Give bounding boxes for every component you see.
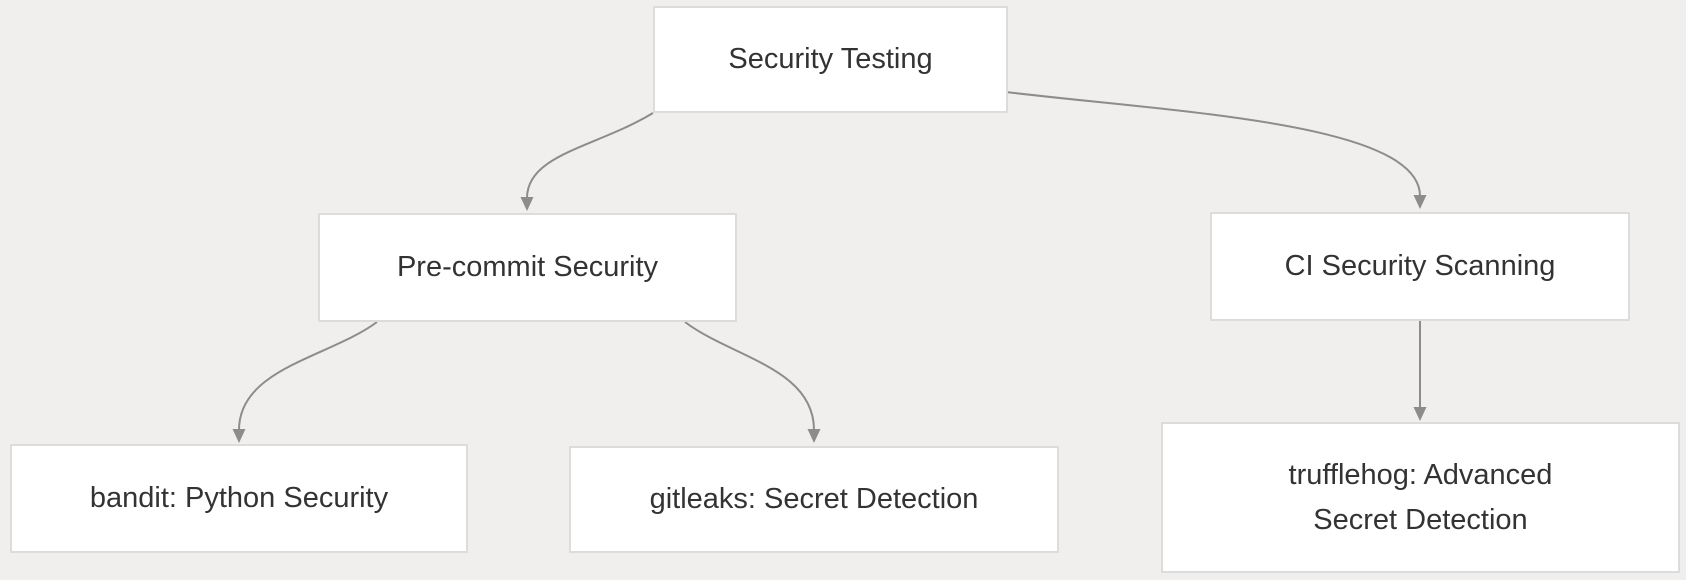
edge-pre-commit-security-to-gitleaks [684, 321, 821, 443]
node-gitleaks: gitleaks: Secret Detection [569, 446, 1059, 553]
node-trufflehog-label: trufflehog: Advanced Secret Detection [1288, 458, 1553, 536]
node-bandit: bandit: Python Security [10, 444, 468, 553]
node-ci-security-scanning: CI Security Scanning [1210, 212, 1630, 321]
node-security-testing: Security Testing [653, 6, 1008, 113]
node-pre-commit-security-label: Pre-commit Security [396, 251, 659, 284]
node-ci-security-scanning-label: CI Security Scanning [1284, 250, 1556, 283]
edge-security-testing-to-pre-commit-security [520, 112, 654, 211]
node-bandit-label: bandit: Python Security [89, 482, 389, 515]
node-security-testing-label: Security Testing [728, 43, 933, 76]
node-trufflehog: trufflehog: Advanced Secret Detection [1161, 422, 1680, 573]
edge-security-testing-to-ci-security-scanning [1005, 91, 1427, 209]
node-pre-commit-security: Pre-commit Security [318, 213, 737, 322]
edge-pre-commit-security-to-bandit [232, 321, 378, 443]
node-gitleaks-label: gitleaks: Secret Detection [649, 483, 979, 516]
